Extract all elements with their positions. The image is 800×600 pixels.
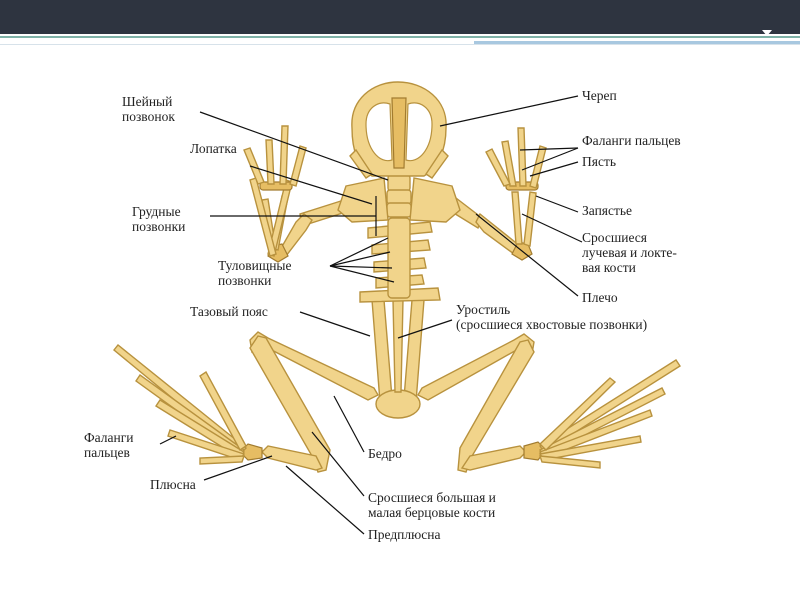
pelvic-girdle — [371, 299, 425, 419]
left-hind-leg — [113, 331, 379, 473]
label-phalanges-hind-line1: Фаланги — [84, 430, 134, 445]
label-tibiofibula-line2: малая берцовые кости — [368, 505, 495, 520]
label-phalanges-hind-line2: пальцев — [84, 445, 130, 460]
left-forelimb — [243, 125, 375, 263]
vertebral-column — [359, 174, 441, 303]
label-urostyle-line2: (сросшиеся хвостовые позвонки) — [456, 317, 647, 332]
label-femur: Бедро — [368, 446, 402, 461]
label-cervical-line2: позвонок — [122, 109, 175, 124]
label-thoracic-line1: Грудные — [132, 204, 181, 219]
accent-triangle-icon — [762, 30, 772, 36]
label-thoracic-line2: позвонки — [132, 219, 185, 234]
label-tibiofibula-line1: Сросшиеся большая и — [368, 490, 496, 505]
label-radioulna-line2: лучевая и локте- — [582, 245, 677, 260]
label-trunk-line1: Туловищные — [218, 258, 292, 273]
label-urostyle-line1: Уростиль — [456, 302, 510, 317]
leader-lines — [159, 95, 583, 535]
label-shoulder: Плечо — [582, 290, 618, 305]
label-cervical-line1: Шейный — [122, 94, 172, 109]
labels: Шейный позвонок Лопатка Грудные позвонки… — [84, 88, 681, 542]
frog-skeleton — [113, 81, 681, 473]
label-radioulna-line1: Сросшиеся — [582, 230, 647, 245]
label-phalanges-front: Фаланги пальцев — [582, 133, 681, 148]
header-bar — [0, 0, 800, 34]
label-metatarsus: Плюсна — [150, 477, 196, 492]
label-wrist: Запястье — [582, 203, 632, 218]
label-trunk-line2: позвонки — [218, 273, 271, 288]
label-tarsus: Предплюсна — [368, 527, 440, 542]
label-scapula: Лопатка — [190, 141, 237, 156]
right-hind-leg — [417, 333, 681, 473]
accent-line-light — [0, 44, 800, 45]
accent-line-blue — [474, 41, 800, 44]
label-metacarpus: Пясть — [582, 154, 616, 169]
accent-line-teal — [0, 36, 800, 38]
label-skull: Череп — [582, 88, 617, 103]
skull — [349, 81, 449, 179]
label-radioulna-line3: вая кости — [582, 260, 636, 275]
label-pelvis: Тазовый пояс — [190, 304, 268, 319]
